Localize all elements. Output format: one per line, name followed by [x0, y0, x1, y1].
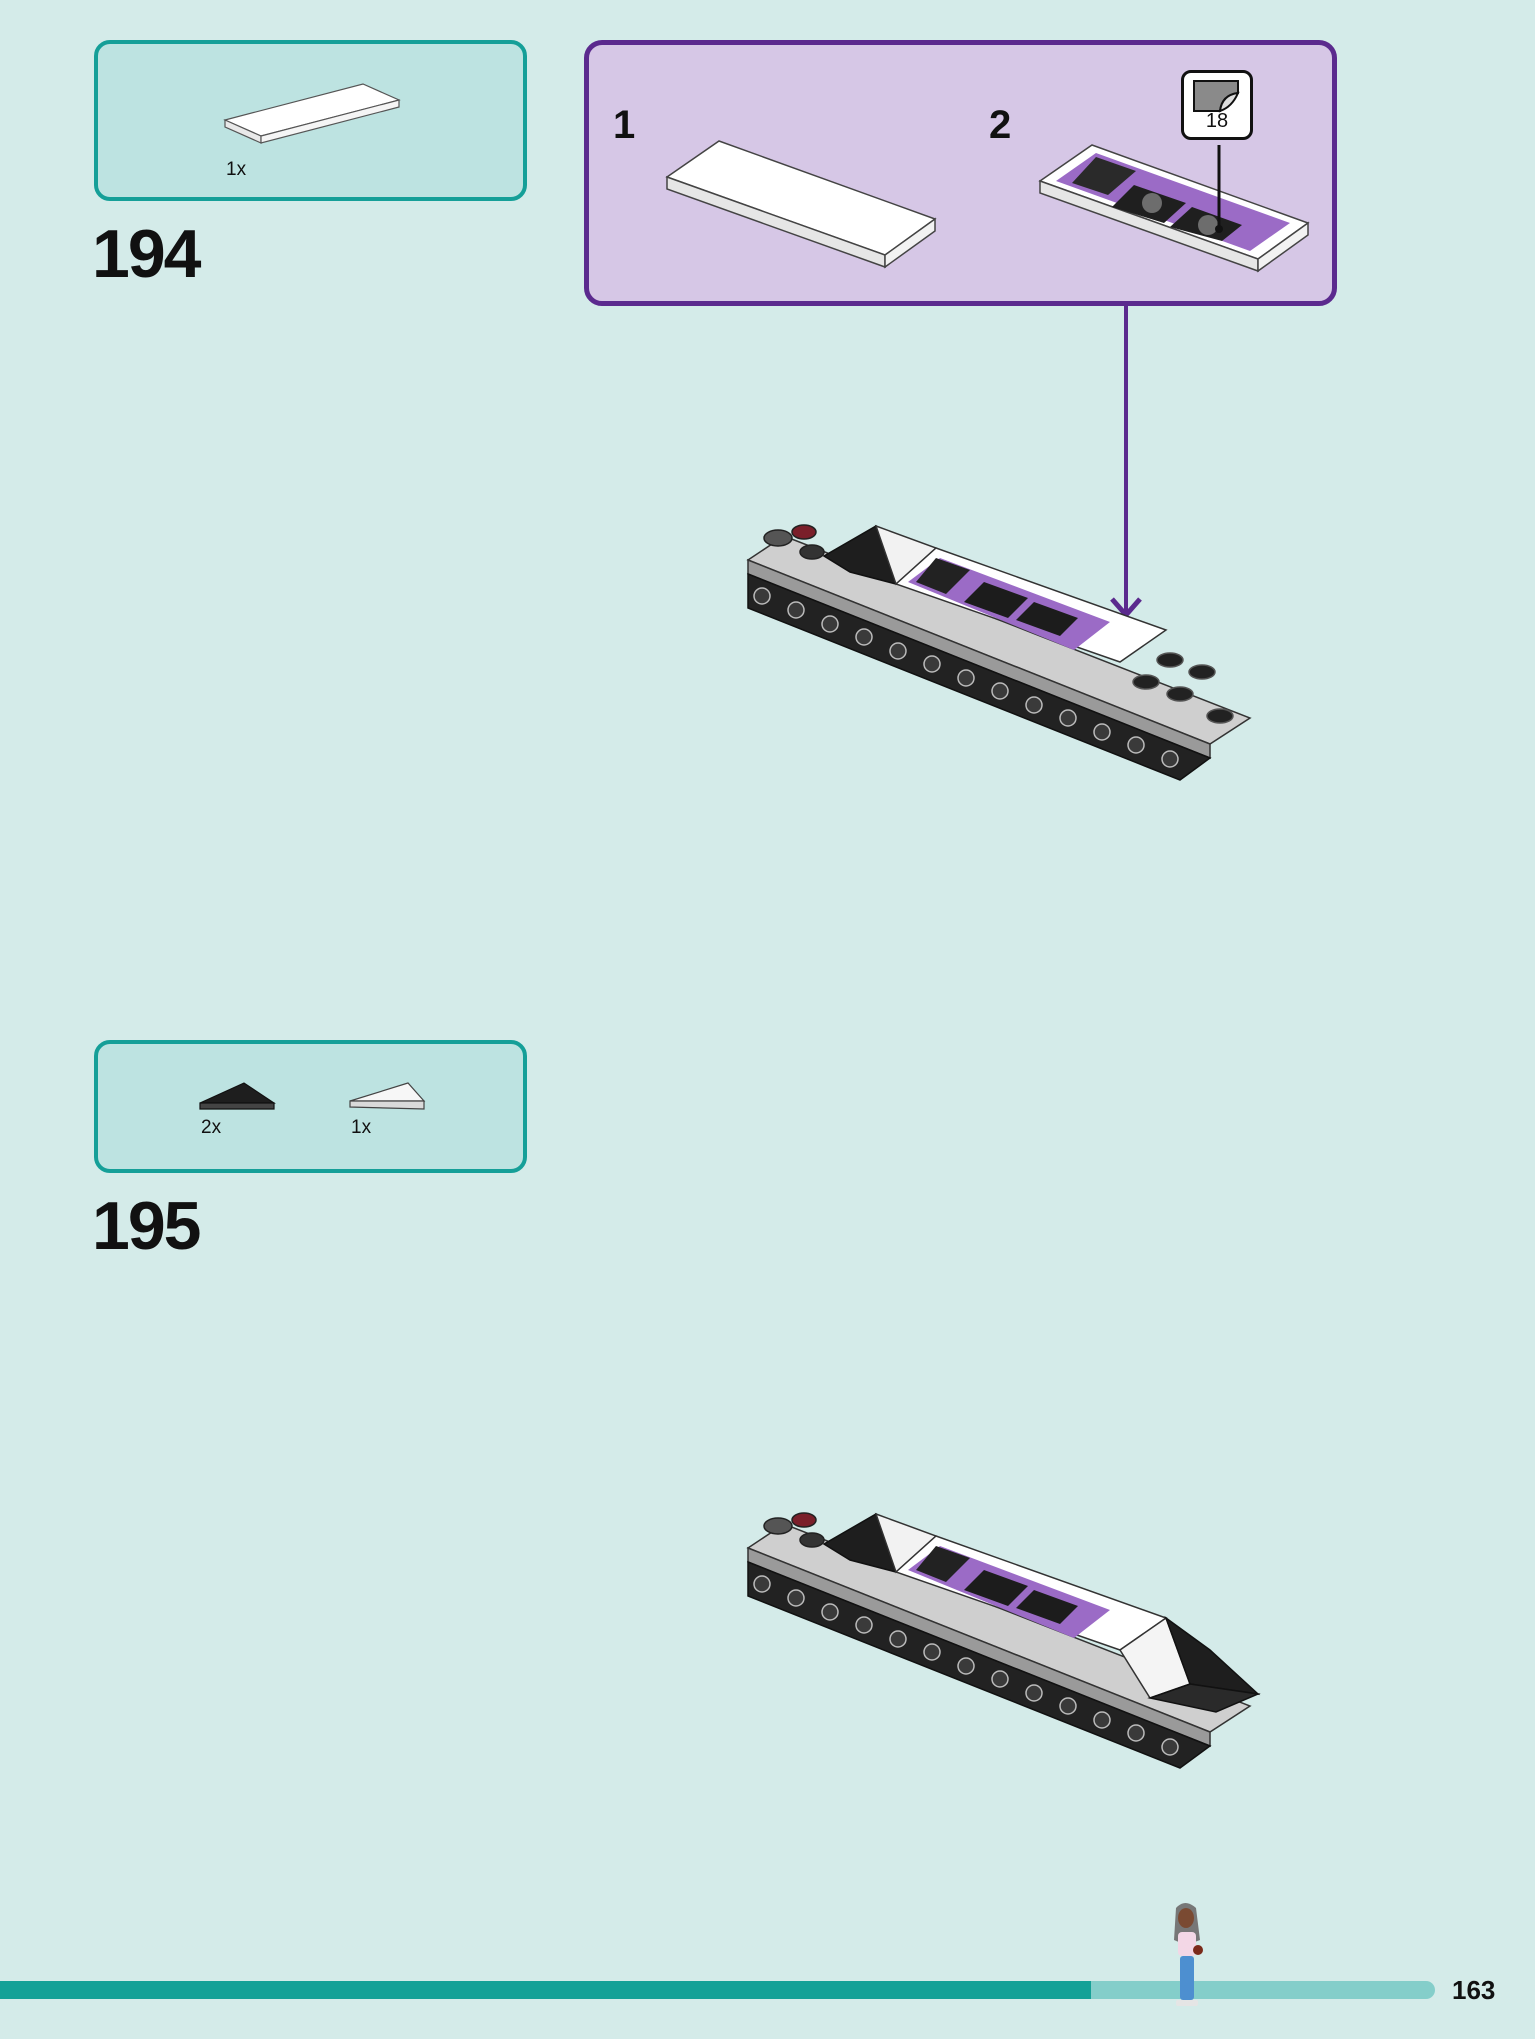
step-number: 195 [92, 1188, 201, 1264]
sub-step-label: 2 [989, 103, 1012, 147]
sticker-icon [1193, 80, 1240, 113]
stickered-tile-icon [1038, 144, 1310, 273]
white-wedge-tile-icon [349, 1082, 426, 1110]
sub-build-callout: 1 2 18 [584, 40, 1337, 306]
sub-step-label: 1 [613, 103, 636, 147]
sticker-leader-line [1215, 145, 1223, 233]
minidoll-figure-icon [1174, 1903, 1203, 2006]
step-number: 194 [92, 216, 201, 292]
sticker-badge: 18 [1181, 70, 1253, 140]
white-tile-1x4-icon [223, 83, 401, 144]
part-quantity: 1x [226, 159, 247, 180]
progress-bar-fill [0, 1981, 1091, 1999]
parts-list-195: 2x 1x [94, 1040, 527, 1173]
part-quantity: 2x [201, 1117, 222, 1138]
black-wedge-tile-icon [199, 1082, 276, 1110]
parts-list-194: 1x [94, 40, 527, 201]
model-assembly-195 [746, 1512, 1261, 1769]
white-tile-1x6-icon [665, 140, 937, 269]
sticker-number: 18 [1205, 110, 1229, 132]
progress-bar [0, 1981, 1435, 1999]
part-quantity: 1x [351, 1117, 372, 1138]
model-assembly-194 [746, 524, 1252, 781]
page-number: 163 [1452, 1975, 1496, 2005]
